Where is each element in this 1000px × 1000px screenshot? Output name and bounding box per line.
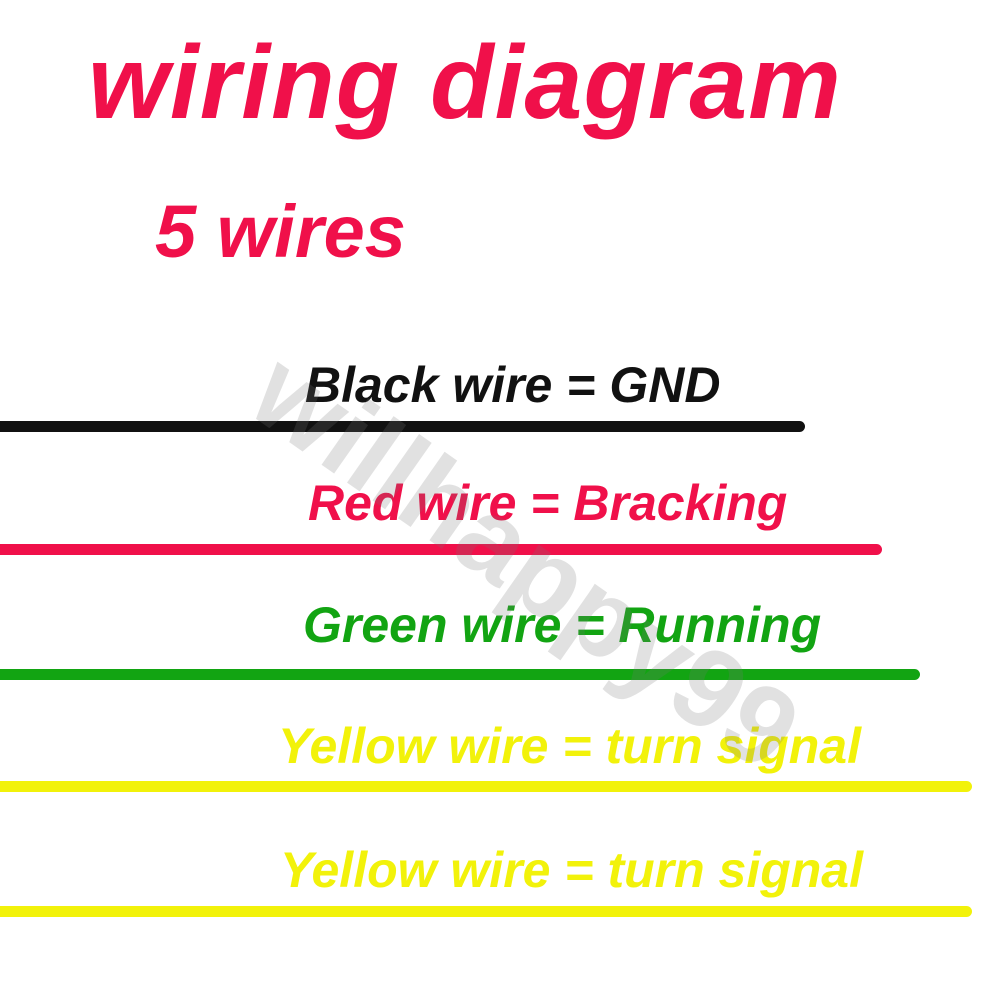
wire-label-yellow-1: Yellow wire = turn signal <box>278 718 862 774</box>
wire-label-black: Black wire = GND <box>305 357 721 413</box>
wire-line-black <box>0 421 805 432</box>
wire-line-yellow-1 <box>0 781 972 792</box>
wire-line-yellow-2 <box>0 906 972 917</box>
wire-line-red <box>0 544 882 555</box>
wire-label-red: Red wire = Bracking <box>308 475 788 531</box>
wire-label-green: Green wire = Running <box>303 597 822 653</box>
diagram-title: wiring diagram <box>88 25 842 141</box>
wire-line-green <box>0 669 920 680</box>
wire-label-yellow-2: Yellow wire = turn signal <box>280 842 864 898</box>
diagram-subtitle: 5 wires <box>155 190 406 273</box>
